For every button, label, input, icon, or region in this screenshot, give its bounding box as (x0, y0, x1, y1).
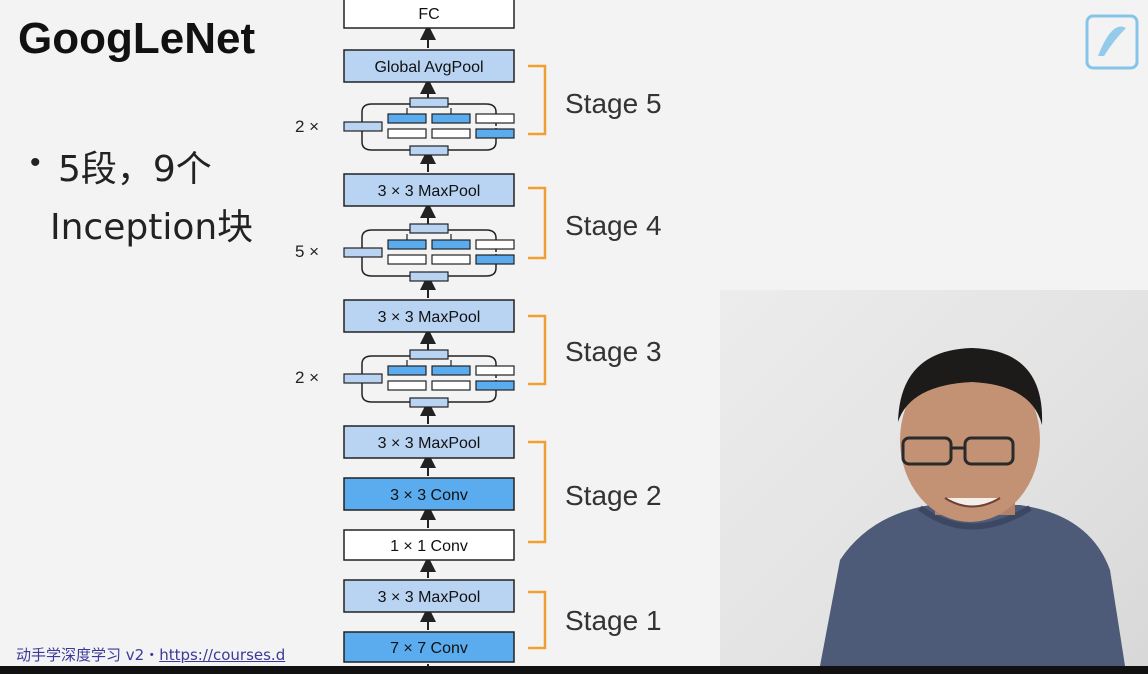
inception-edge (448, 355, 497, 378)
inception-branch-box (387, 365, 427, 376)
layer-conv3x3-label: 3 × 3 Conv (390, 487, 468, 504)
inception-edge (448, 128, 497, 151)
repeat-stage3: 2 × (295, 368, 320, 387)
layer-global-avgpool: Global AvgPool (343, 49, 515, 83)
inception-input-box (409, 271, 449, 282)
layer-conv7x7-label: 7 × 7 Conv (390, 640, 468, 657)
layer-conv7x7: 7 × 7 Conv (343, 631, 515, 663)
inception-edge (361, 229, 410, 252)
bottom-bar (0, 666, 1148, 674)
inception-block-stage3 (343, 349, 515, 408)
inception-branch-box (431, 365, 471, 376)
bracket-stage2 (528, 440, 547, 544)
presenter-hair (898, 348, 1043, 425)
inception-edge (448, 103, 497, 126)
bracket-stage4 (528, 186, 547, 260)
inception-branch-box (387, 113, 427, 124)
inception-branch-box (475, 239, 515, 250)
presenter-face (900, 358, 1040, 522)
stage-3-label: Stage 3 (565, 336, 662, 367)
inception-block-stage5 (343, 97, 515, 156)
inception-edge (361, 103, 410, 126)
stage-5-label: Stage 5 (565, 88, 662, 119)
layer-maxpool-stage2: 3 × 3 MaxPool (343, 425, 515, 459)
layer-maxpool-stage2-label: 3 × 3 MaxPool (378, 435, 481, 452)
bracket-stage5 (528, 64, 547, 136)
layer-maxpool-stage3-label: 3 × 3 MaxPool (378, 309, 481, 326)
stage-4-label: Stage 4 (565, 210, 662, 241)
layer-maxpool-stage3: 3 × 3 MaxPool (343, 299, 515, 333)
inception-edge (448, 229, 497, 252)
slide-title: GoogLeNet (18, 14, 256, 63)
presenter-video (820, 348, 1125, 666)
inception-branch-box (431, 239, 471, 250)
layer-maxpool-stage4-label: 3 × 3 MaxPool (378, 183, 481, 200)
glasses-icon (901, 436, 1015, 466)
repeat-stage4: 5 × (295, 242, 320, 261)
stage-1-label: Stage 1 (565, 605, 662, 636)
googlenet-diagram: FC Global AvgPool 3 × 3 MaxPool 3 × 3 Ma… (343, 0, 547, 666)
inception-branch-box (475, 128, 515, 139)
bullet-line-2: Inception块 (50, 207, 254, 248)
layer-conv1x1: 1 × 1 Conv (343, 529, 515, 561)
inception-branch-box (387, 254, 427, 265)
inception-branch-box (387, 380, 427, 391)
inception-input-box (409, 397, 449, 408)
inception-side-box (343, 121, 383, 132)
inception-concat-box (409, 223, 449, 234)
layer-fc-label: FC (418, 6, 439, 23)
layer-conv3x3: 3 × 3 Conv (343, 477, 515, 511)
inception-input-box (409, 145, 449, 156)
repeat-stage5: 2 × (295, 117, 320, 136)
inception-block-stage4 (343, 223, 515, 282)
stage-brackets (528, 64, 547, 650)
footer-credit: 动手学深度学习 v2・https://courses.d (16, 644, 292, 665)
inception-branch-box (475, 254, 515, 265)
layer-maxpool-stage1: 3 × 3 MaxPool (343, 579, 515, 613)
inception-branch-box (475, 365, 515, 376)
bracket-stage3 (528, 314, 547, 386)
inception-edge (361, 355, 410, 378)
inception-edge (448, 380, 497, 403)
inception-edge (361, 380, 410, 403)
layer-maxpool-stage4: 3 × 3 MaxPool (343, 173, 515, 207)
inception-edge (448, 254, 497, 277)
bullet-marker: • (30, 146, 41, 179)
layer-conv1x1-label: 1 × 1 Conv (390, 538, 468, 555)
layer-maxpool-stage1-label: 3 × 3 MaxPool (378, 589, 481, 606)
inception-edge (361, 128, 410, 151)
bracket-stage1 (528, 590, 547, 650)
inception-branch-box (431, 254, 471, 265)
inception-side-box (343, 247, 383, 258)
inception-edge (361, 254, 410, 277)
inception-branch-box (431, 128, 471, 139)
inception-side-box (343, 373, 383, 384)
inception-branch-box (431, 113, 471, 124)
bullet-line-1: 5段，9个 (58, 149, 212, 190)
presenter-collar (918, 505, 1032, 530)
inception-branch-box (387, 128, 427, 139)
footer-prefix: 动手学深度学习 v2・ (16, 646, 160, 664)
layer-global-avgpool-label: Global AvgPool (374, 59, 483, 76)
inception-concat-box (409, 349, 449, 360)
layer-fc: FC (343, 0, 515, 29)
footer-link[interactable]: https://courses.d (159, 646, 286, 664)
presenter-shirt (820, 505, 1125, 666)
inception-branch-box (387, 239, 427, 250)
inception-concat-box (409, 97, 449, 108)
bilibili-watermark-icon (1085, 14, 1139, 70)
inception-branch-box (431, 380, 471, 391)
inception-branch-box (475, 113, 515, 124)
inception-branch-box (475, 380, 515, 391)
stage-2-label: Stage 2 (565, 480, 662, 511)
